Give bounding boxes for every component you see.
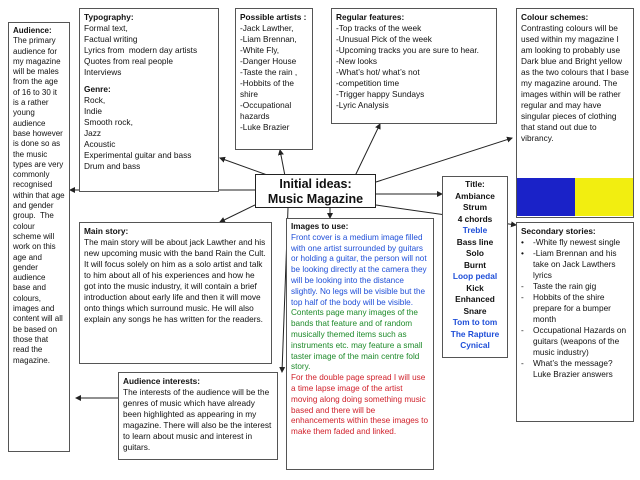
artists-title: Possible artists : <box>240 12 307 22</box>
genre-item: Rock, <box>84 95 106 105</box>
typography-item: Lyrics from modern day artists <box>84 45 198 55</box>
audience-title: Audience: <box>13 26 52 35</box>
typography-item: Factual writing <box>84 34 138 44</box>
typography-title: Typography: <box>84 12 134 22</box>
typography-item: Interviews <box>84 67 122 77</box>
genre-item: Acoustic <box>84 139 116 149</box>
feature-item: -Trigger happy Sundays <box>336 89 425 99</box>
title-item: Strum <box>463 202 487 212</box>
audience-text: The primary audience for my magazine wil… <box>13 36 67 365</box>
artist-item: -Occupational hazards <box>240 100 294 121</box>
title-item: Kick <box>466 282 484 293</box>
title-item: Loop pedal <box>452 271 498 281</box>
feature-item: -New looks <box>336 56 378 66</box>
features-box: Regular features: -Top tracks of the wee… <box>331 8 497 124</box>
arrow-to-main-story <box>219 204 256 223</box>
genre-item: Smooth rock, <box>84 117 133 127</box>
typography-box: Typography: Formal text, Factual writing… <box>79 8 219 192</box>
feature-item: -What’s hot/ what’s not <box>336 67 420 77</box>
artists-box: Possible artists : -Jack Lawther, -Liam … <box>235 8 313 150</box>
title-item: Snare <box>463 305 487 316</box>
feature-item: -Unusual Pick of the week <box>336 34 432 44</box>
secondary-item: -Taste the rain gig <box>521 281 597 291</box>
colours-text: Contrasting colours will be used within … <box>521 23 632 143</box>
yellow-swatch <box>575 178 633 216</box>
secondary-item: •-White fly newest single <box>521 237 621 247</box>
title-item: 4 chords <box>457 213 493 224</box>
images-front-cover-text: Front cover is a medium image filled wit… <box>291 232 429 307</box>
title-item: Bass line <box>456 236 494 247</box>
features-title: Regular features: <box>336 12 405 22</box>
artist-item: -Luke Brazier <box>240 122 290 132</box>
title-item: Ambiance <box>455 190 495 201</box>
arrow-to-features <box>354 123 381 177</box>
audience-interests-box: Audience interests: The interests of the… <box>118 372 278 460</box>
title-item: Treble <box>462 225 488 235</box>
genre-item: Indie <box>84 106 102 116</box>
genre-item: Jazz <box>84 128 102 138</box>
genre-item: Experimental guitar and bass <box>84 150 192 160</box>
center-title-line1: Initial ideas: <box>279 177 352 191</box>
feature-item: -Top tracks of the week <box>336 23 422 33</box>
typography-item: Quotes from real people <box>84 56 174 66</box>
images-spread-text: For the double page spread I will use a … <box>291 373 431 437</box>
arrow-to-artists <box>277 149 286 177</box>
feature-item: -Upcoming tracks you are sure to hear. <box>336 45 479 55</box>
secondary-list: •-White fly newest single •-Liam Brennan… <box>521 237 629 380</box>
secondary-item: •-Liam Brennan and his take on Jack Lawt… <box>521 248 617 280</box>
audience-interests-title: Audience interests: <box>123 376 200 386</box>
secondary-title: Secondary stories: <box>521 226 596 236</box>
title-box: Title: Ambiance Strum 4 chords Treble Ba… <box>442 176 508 358</box>
main-story-title: Main story: <box>84 226 129 236</box>
images-contents-text: Contents page many images of the bands t… <box>291 308 425 372</box>
title-item: Burnt <box>463 259 487 270</box>
title-item: The Rapture <box>450 328 500 339</box>
feature-item: -Lyric Analysis <box>336 100 389 110</box>
audience-interests-text: The interests of the audience will be th… <box>123 387 274 452</box>
title-box-heading: Title: <box>465 179 485 189</box>
images-title: Images to use: <box>291 222 349 231</box>
artist-item: -White Fly, <box>240 45 280 55</box>
title-item: Cynical <box>460 340 490 350</box>
title-item: Enhanced <box>455 294 495 304</box>
colours-title: Colour schemes: <box>521 12 589 22</box>
artist-item: -Liam Brennan, <box>240 34 297 44</box>
artist-item: -Hobbits of the shire <box>240 78 297 99</box>
center-title-box: Initial ideas: Music Magazine <box>255 174 376 208</box>
genre-title: Genre: <box>84 84 111 94</box>
genre-item: Drum and bass <box>84 161 141 171</box>
feature-item: -competition time <box>336 78 400 88</box>
title-item: Tom to tom <box>452 317 498 327</box>
secondary-item: -Hobbits of the shire prepare for a bump… <box>521 292 611 324</box>
images-box: Images to use: Front cover is a medium i… <box>286 218 434 470</box>
blue-swatch <box>517 178 575 216</box>
secondary-box: Secondary stories: •-White fly newest si… <box>516 222 634 422</box>
title-item: Solo <box>466 248 484 258</box>
main-story-box: Main story: The main story will be about… <box>79 222 272 364</box>
center-title-line2: Music Magazine <box>267 192 364 206</box>
artist-item: -Jack Lawther, <box>240 23 294 33</box>
audience-box: Audience: The primary audience for my ma… <box>8 22 70 452</box>
secondary-item: -What’s the message? Luke Brazier answer… <box>521 358 613 379</box>
main-story-text: The main story will be about jack Lawthe… <box>84 237 269 324</box>
typography-item: Formal text, <box>84 23 128 33</box>
artist-item: -Taste the rain , <box>240 67 298 77</box>
secondary-item: -Occupational Hazards on guitars (weapon… <box>521 325 627 357</box>
artist-item: -Danger House <box>240 56 297 66</box>
